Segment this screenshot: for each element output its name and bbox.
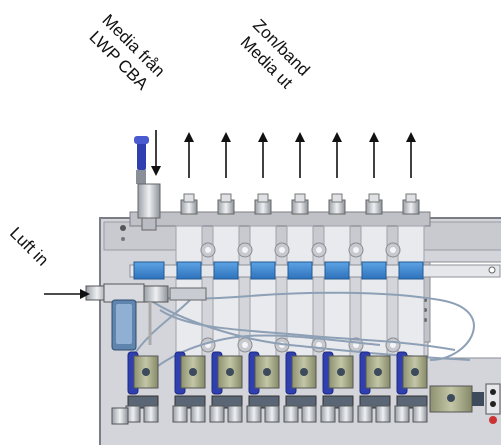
- zone-out-arrow: [332, 132, 342, 178]
- zone-outlet-fittings: [180, 193, 420, 215]
- solenoid-valve: [111, 351, 159, 425]
- blue-block: [213, 261, 239, 280]
- solenoid-valve: [172, 351, 206, 423]
- zone-out-arrow: [184, 132, 194, 178]
- zone-out-arrows: [184, 132, 416, 178]
- zone-out-arrow: [295, 132, 305, 178]
- zone-out-arrow: [258, 132, 268, 178]
- outlet-fitting: [365, 193, 383, 215]
- blue-block: [361, 261, 387, 280]
- outlet-fitting: [254, 193, 272, 215]
- blue-block: [176, 261, 202, 280]
- zone-out-arrow: [221, 132, 231, 178]
- media-in-arrow: [151, 130, 161, 176]
- top-manifold-bar: [129, 211, 431, 227]
- solenoid-valve: [394, 351, 428, 423]
- solenoid-valve: [246, 351, 280, 423]
- air-in-arrow: [44, 289, 90, 299]
- outlet-fitting: [180, 193, 198, 215]
- blue-block: [250, 261, 276, 280]
- outlet-fitting: [402, 193, 420, 215]
- media-inlet-valve: [134, 136, 161, 231]
- blue-block: [287, 261, 313, 280]
- zone-out-arrow: [406, 132, 416, 178]
- zone-out-arrow: [369, 132, 379, 178]
- solenoid-valve: [209, 351, 243, 423]
- outlet-fitting: [291, 193, 309, 215]
- vertical-channels: [175, 225, 425, 387]
- solenoid-valve: [283, 351, 317, 423]
- outlet-fitting: [328, 193, 346, 215]
- blue-distribution-bar: [129, 261, 501, 280]
- solenoid-valve: [320, 351, 354, 423]
- blue-block: [324, 261, 350, 280]
- solenoid-valves: [111, 351, 428, 425]
- air-inlet-assembly: [85, 283, 207, 351]
- solenoid-valve: [357, 351, 391, 423]
- blue-block: [398, 261, 424, 280]
- drain-valve: [429, 383, 501, 424]
- outlet-fitting: [217, 193, 235, 215]
